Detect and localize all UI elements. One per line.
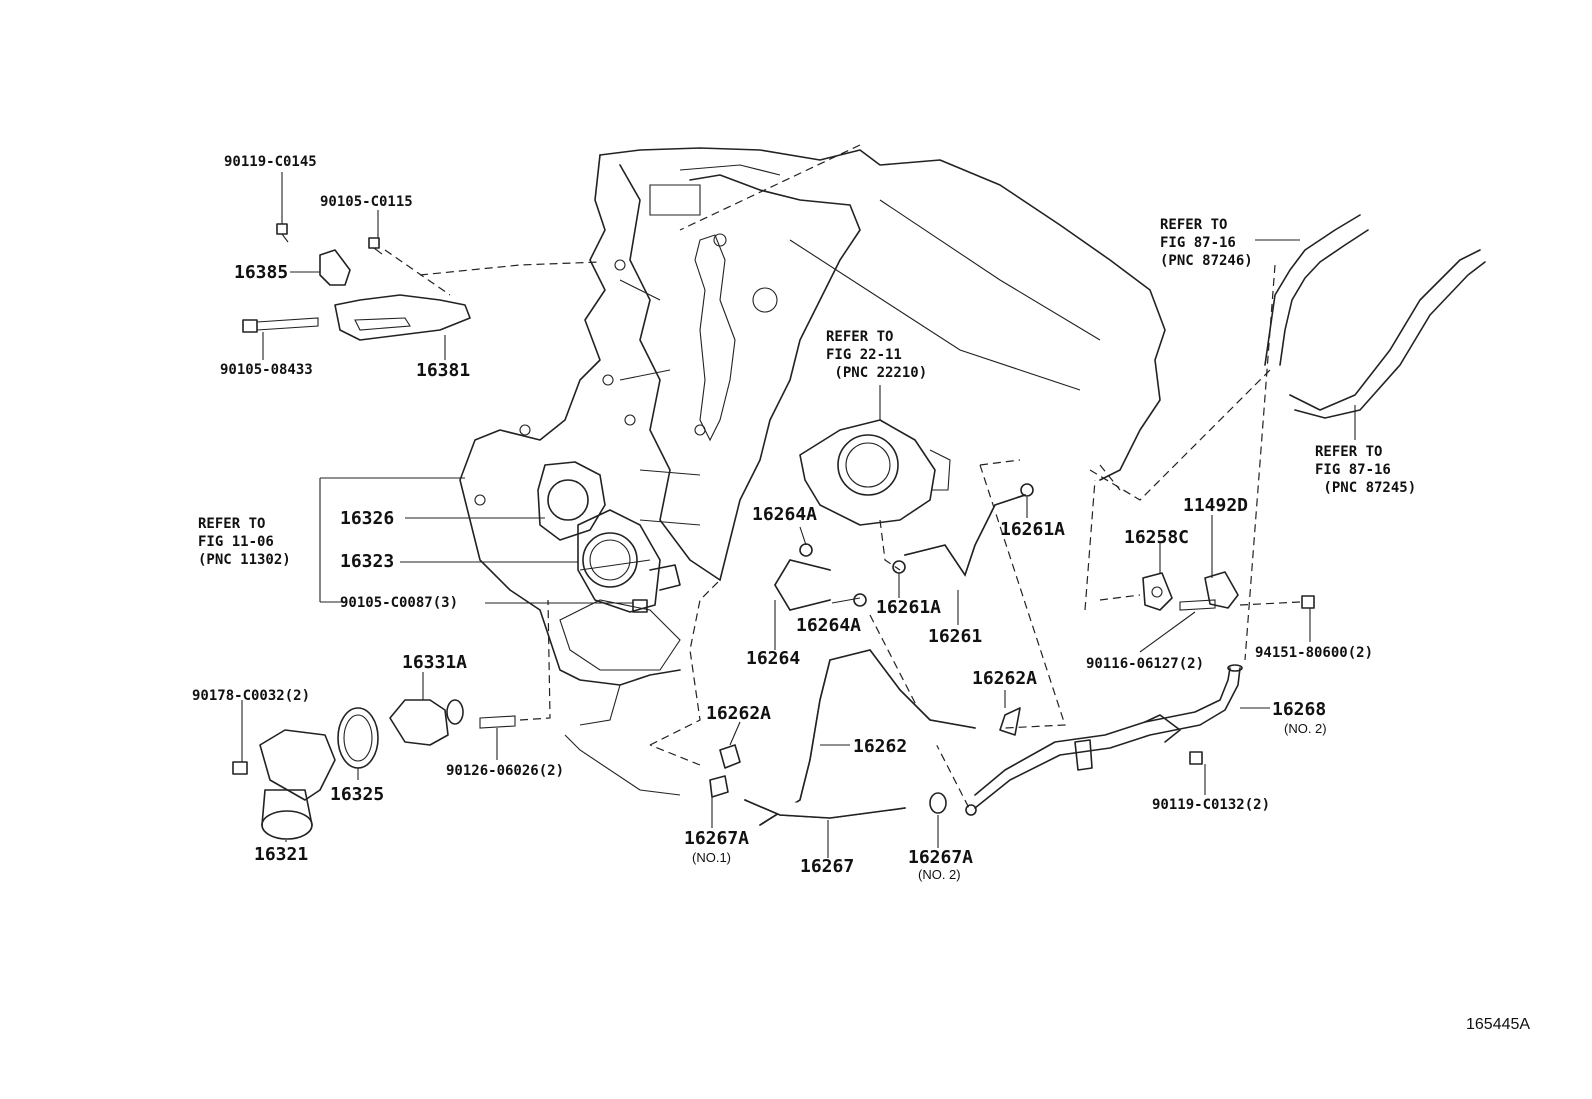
label-16325: 16325 <box>330 784 385 805</box>
drawing-code: 165445A <box>1466 1016 1531 1033</box>
bolt-90119-C0145-icon <box>276 223 289 243</box>
pipe-16268 <box>974 664 1243 809</box>
leader-lines <box>241 172 1356 858</box>
label-16264: 16264 <box>746 648 801 669</box>
label-94151-80600: 94151-80600(2) <box>1255 645 1374 661</box>
label-16321: 16321 <box>254 844 309 865</box>
bolt-90116-06127-icon <box>1179 599 1216 611</box>
gasket-16325 <box>337 707 379 769</box>
sublabel-no2-clamp: (NO. 2) <box>918 867 961 882</box>
label-16381: 16381 <box>416 360 471 381</box>
bolt-90119-C0132-icon <box>1189 751 1203 765</box>
hose-87246 <box>1264 214 1369 366</box>
bolt-90178-C0032-icon <box>232 761 248 775</box>
water-inlet-housing <box>537 461 681 613</box>
refer-note-fig-22-11: REFER TO FIG 22-11 (PNC 22210) <box>826 329 928 381</box>
sublabel-no1: (NO.1) <box>692 850 731 865</box>
engine-timing-cover <box>459 147 1166 796</box>
sublabel-no2-pipe: (NO. 2) <box>1284 721 1327 736</box>
hose-16264 <box>774 559 831 611</box>
label-16385: 16385 <box>234 262 289 283</box>
throttle-body <box>799 419 951 526</box>
dashed-reference-lines <box>384 144 1301 811</box>
refer-note-fig-87-16-87245: REFER TO FIG 87-16 (PNC 87245) <box>1315 444 1417 496</box>
water-inlet-16321 <box>259 729 336 840</box>
label-16258C: 16258C <box>1124 527 1190 548</box>
label-16326: 16326 <box>340 508 395 529</box>
plate-11492D <box>1204 571 1239 609</box>
label-90116-06127: 90116-06127(2) <box>1086 656 1205 672</box>
label-90105-C0115: 90105-C0115 <box>320 194 413 210</box>
label-16262A-left: 16262A <box>706 703 772 724</box>
label-16262A-right: 16262A <box>972 668 1038 689</box>
label-90126-06026: 90126-06026(2) <box>446 763 565 779</box>
bolt-90105-C0087-icon <box>632 599 648 613</box>
label-16267A-no2: 16267A <box>908 847 974 868</box>
label-90119-C0145: 90119-C0145 <box>224 154 317 170</box>
label-16264A-top: 16264A <box>752 504 818 525</box>
label-16261A-top: 16261A <box>1000 519 1066 540</box>
label-16261A-bottom: 16261A <box>876 597 942 618</box>
label-90105-C0087: 90105-C0087(3) <box>340 595 459 611</box>
label-16267A-no1: 16267A <box>684 828 750 849</box>
bolt-90105-08433-icon <box>242 317 319 333</box>
label-16267: 16267 <box>800 856 855 877</box>
bolt-90105-C0115-icon <box>368 237 383 255</box>
hose-16262 <box>759 649 976 826</box>
refer-note-fig-87-16-87246: REFER TO FIG 87-16 (PNC 87246) <box>1160 217 1253 269</box>
label-90119-C0132: 90119-C0132(2) <box>1152 797 1271 813</box>
label-16323: 16323 <box>340 551 395 572</box>
refer-note-fig-11-06: REFER TO FIG 11-06 (PNC 11302) <box>198 516 291 568</box>
thermostat-16331A <box>389 699 464 746</box>
bracket-16381 <box>319 249 471 341</box>
label-16331A: 16331A <box>402 652 468 673</box>
hose-16267 <box>744 799 906 819</box>
label-16264A-bottom: 16264A <box>796 615 862 636</box>
label-90105-08433: 90105-08433 <box>220 362 313 378</box>
label-11492D: 11492D <box>1183 495 1249 516</box>
hose-16261 <box>904 494 1026 577</box>
label-90178-C0032: 90178-C0032(2) <box>192 688 311 704</box>
nut-94151-80600-icon <box>1301 595 1315 609</box>
label-16262: 16262 <box>853 736 908 757</box>
hose-87245 <box>1289 249 1486 419</box>
gasket-16258C <box>1142 572 1173 611</box>
label-16268: 16268 <box>1272 699 1327 720</box>
stud-90126-06026-icon <box>479 715 516 729</box>
label-16261: 16261 <box>928 626 983 647</box>
